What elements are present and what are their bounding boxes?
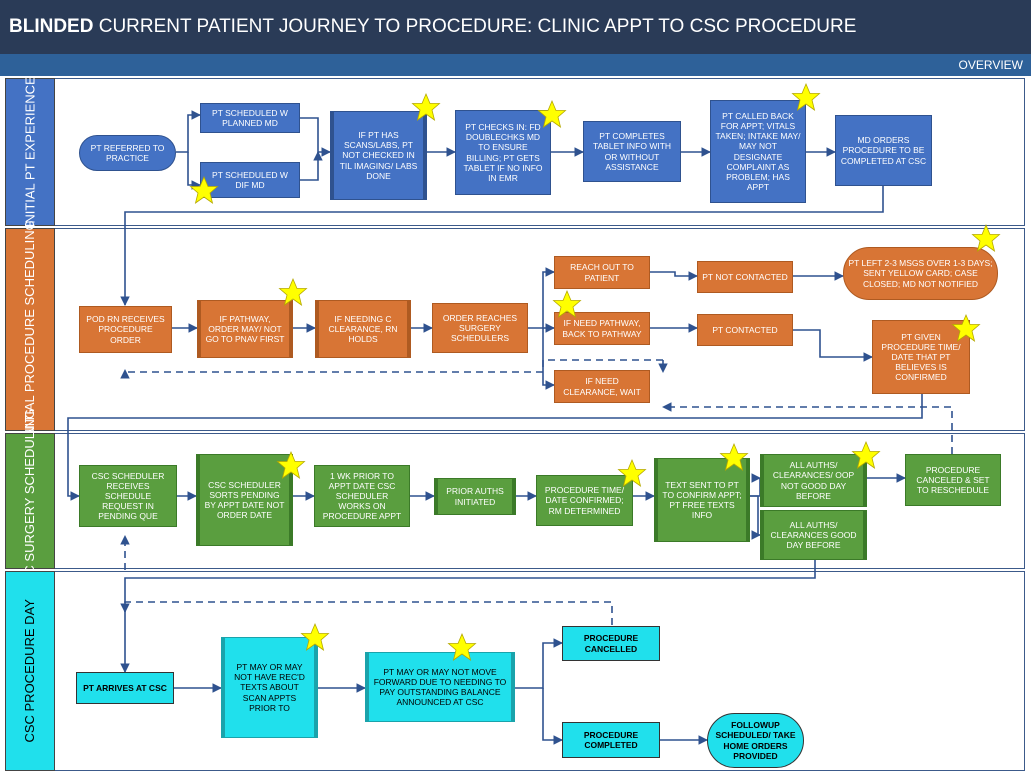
box-auths-good: ALL AUTHS/ CLEARANCES GOOD DAY BEFORE <box>760 510 867 560</box>
box-cancelled: PROCEDURE CANCELLED <box>562 626 660 661</box>
star-icon <box>618 459 646 487</box>
star-icon <box>952 314 980 342</box>
box-completed: PROCEDURE COMPLETED <box>562 722 660 758</box>
box-arrives: PT ARRIVES AT CSC <box>76 672 174 704</box>
box-pathway: IF PATHWAY, ORDER MAY/ NOT GO TO PNAV FI… <box>197 300 293 358</box>
star-icon <box>852 441 880 469</box>
box-proc-confirmed: PROCEDURE TIME/ DATE CONFIRMED; RM DETER… <box>536 475 633 526</box>
star-icon <box>301 623 329 651</box>
overview-bar: OVERVIEW <box>0 54 1031 76</box>
box-scheduled-dif: PT SCHEDULED W DIF MD <box>200 162 300 198</box>
box-text-sent: TEXT SENT TO PT TO CONFIRM APPT; PT FREE… <box>654 458 750 542</box>
star-icon <box>279 278 307 306</box>
box-need-clearance: IF NEED CLEARANCE, WAIT <box>554 370 650 403</box>
box-tablet: PT COMPLETES TABLET INFO WITH OR WITHOUT… <box>583 121 681 182</box>
lane-label-1: INITIAL PT EXPERIENCE <box>5 77 55 228</box>
star-icon <box>448 633 476 661</box>
star-icon <box>553 290 581 318</box>
box-pod-rn: POD RN RECEIVES PROCEDURE ORDER <box>79 306 172 353</box>
box-scans-labs: IF PT HAS SCANS/LABS, PT NOT CHECKED IN … <box>330 111 427 200</box>
box-auths-not-good: ALL AUTHS/ CLEARANCES/ OOP NOT GOOD DAY … <box>760 454 867 507</box>
box-called-back: PT CALLED BACK FOR APPT; VITALS TAKEN; I… <box>710 100 806 203</box>
box-csc-sorts: CSC SCHEDULER SORTS PENDING BY APPT DATE… <box>196 454 293 546</box>
box-recd-texts: PT MAY OR MAY NOT HAVE REC'D TEXTS ABOUT… <box>221 637 318 738</box>
box-md-orders: MD ORDERS PROCEDURE TO BE COMPLETED AT C… <box>835 115 932 186</box>
box-followup: FOLLOWUP SCHEDULED/ TAKE HOME ORDERS PRO… <box>707 713 804 768</box>
box-wk-prior: 1 WK PRIOR TO APPT DATE CSC SCHEDULER WO… <box>314 465 410 527</box>
box-reach-out: REACH OUT TO PATIENT <box>554 256 650 289</box>
lane-frame-4 <box>5 571 1025 771</box>
box-prior-auths: PRIOR AUTHS INITIATED <box>434 478 516 515</box>
box-balance: PT MAY OR MAY NOT MOVE FORWARD DUE TO NE… <box>365 652 515 722</box>
box-csc-receives: CSC SCHEDULER RECEIVES SCHEDULE REQUEST … <box>79 465 177 527</box>
star-icon <box>277 451 305 479</box>
star-icon <box>792 83 820 111</box>
box-scheduled-planned: PT SCHEDULED W PLANNED MD <box>200 103 300 133</box>
lane-label-2: INITIAL PROCEDURE SCHEDULING <box>5 220 55 439</box>
lane-label-3: CSC SURGERY SCHEDULING <box>5 409 55 593</box>
box-given-time: PT GIVEN PROCEDURE TIME/ DATE THAT PT BE… <box>872 320 970 394</box>
star-icon <box>538 100 566 128</box>
box-order-reaches: ORDER REACHES SURGERY SCHEDULERS <box>432 303 528 353</box>
box-not-contacted: PT NOT CONTACTED <box>697 261 793 293</box>
star-icon <box>412 93 440 121</box>
star-icon <box>190 176 218 204</box>
lane-label-4: CSC PROCEDURE DAY <box>5 571 55 771</box>
star-icon <box>972 224 1000 252</box>
box-canceled-reschedule: PROCEDURE CANCELED & SET TO RESCHEDULE <box>905 454 1001 506</box>
box-checks-in: PT CHECKS IN: FD DOUBLECHKS MD TO ENSURE… <box>455 110 551 195</box>
box-left-msgs: PT LEFT 2-3 MSGS OVER 1-3 DAYS; SENT YEL… <box>843 247 998 300</box>
page-title: BLINDED CURRENT PATIENT JOURNEY TO PROCE… <box>0 0 1031 54</box>
box-need-pathway: IF NEED PATHWAY, BACK TO PATHWAY <box>554 312 650 345</box>
box-contacted: PT CONTACTED <box>697 314 793 346</box>
box-needing-c: IF NEEDING C CLEARANCE, RN HOLDS <box>315 300 411 358</box>
star-icon <box>720 443 748 471</box>
box-referred: PT REFERRED TO PRACTICE <box>79 135 176 171</box>
